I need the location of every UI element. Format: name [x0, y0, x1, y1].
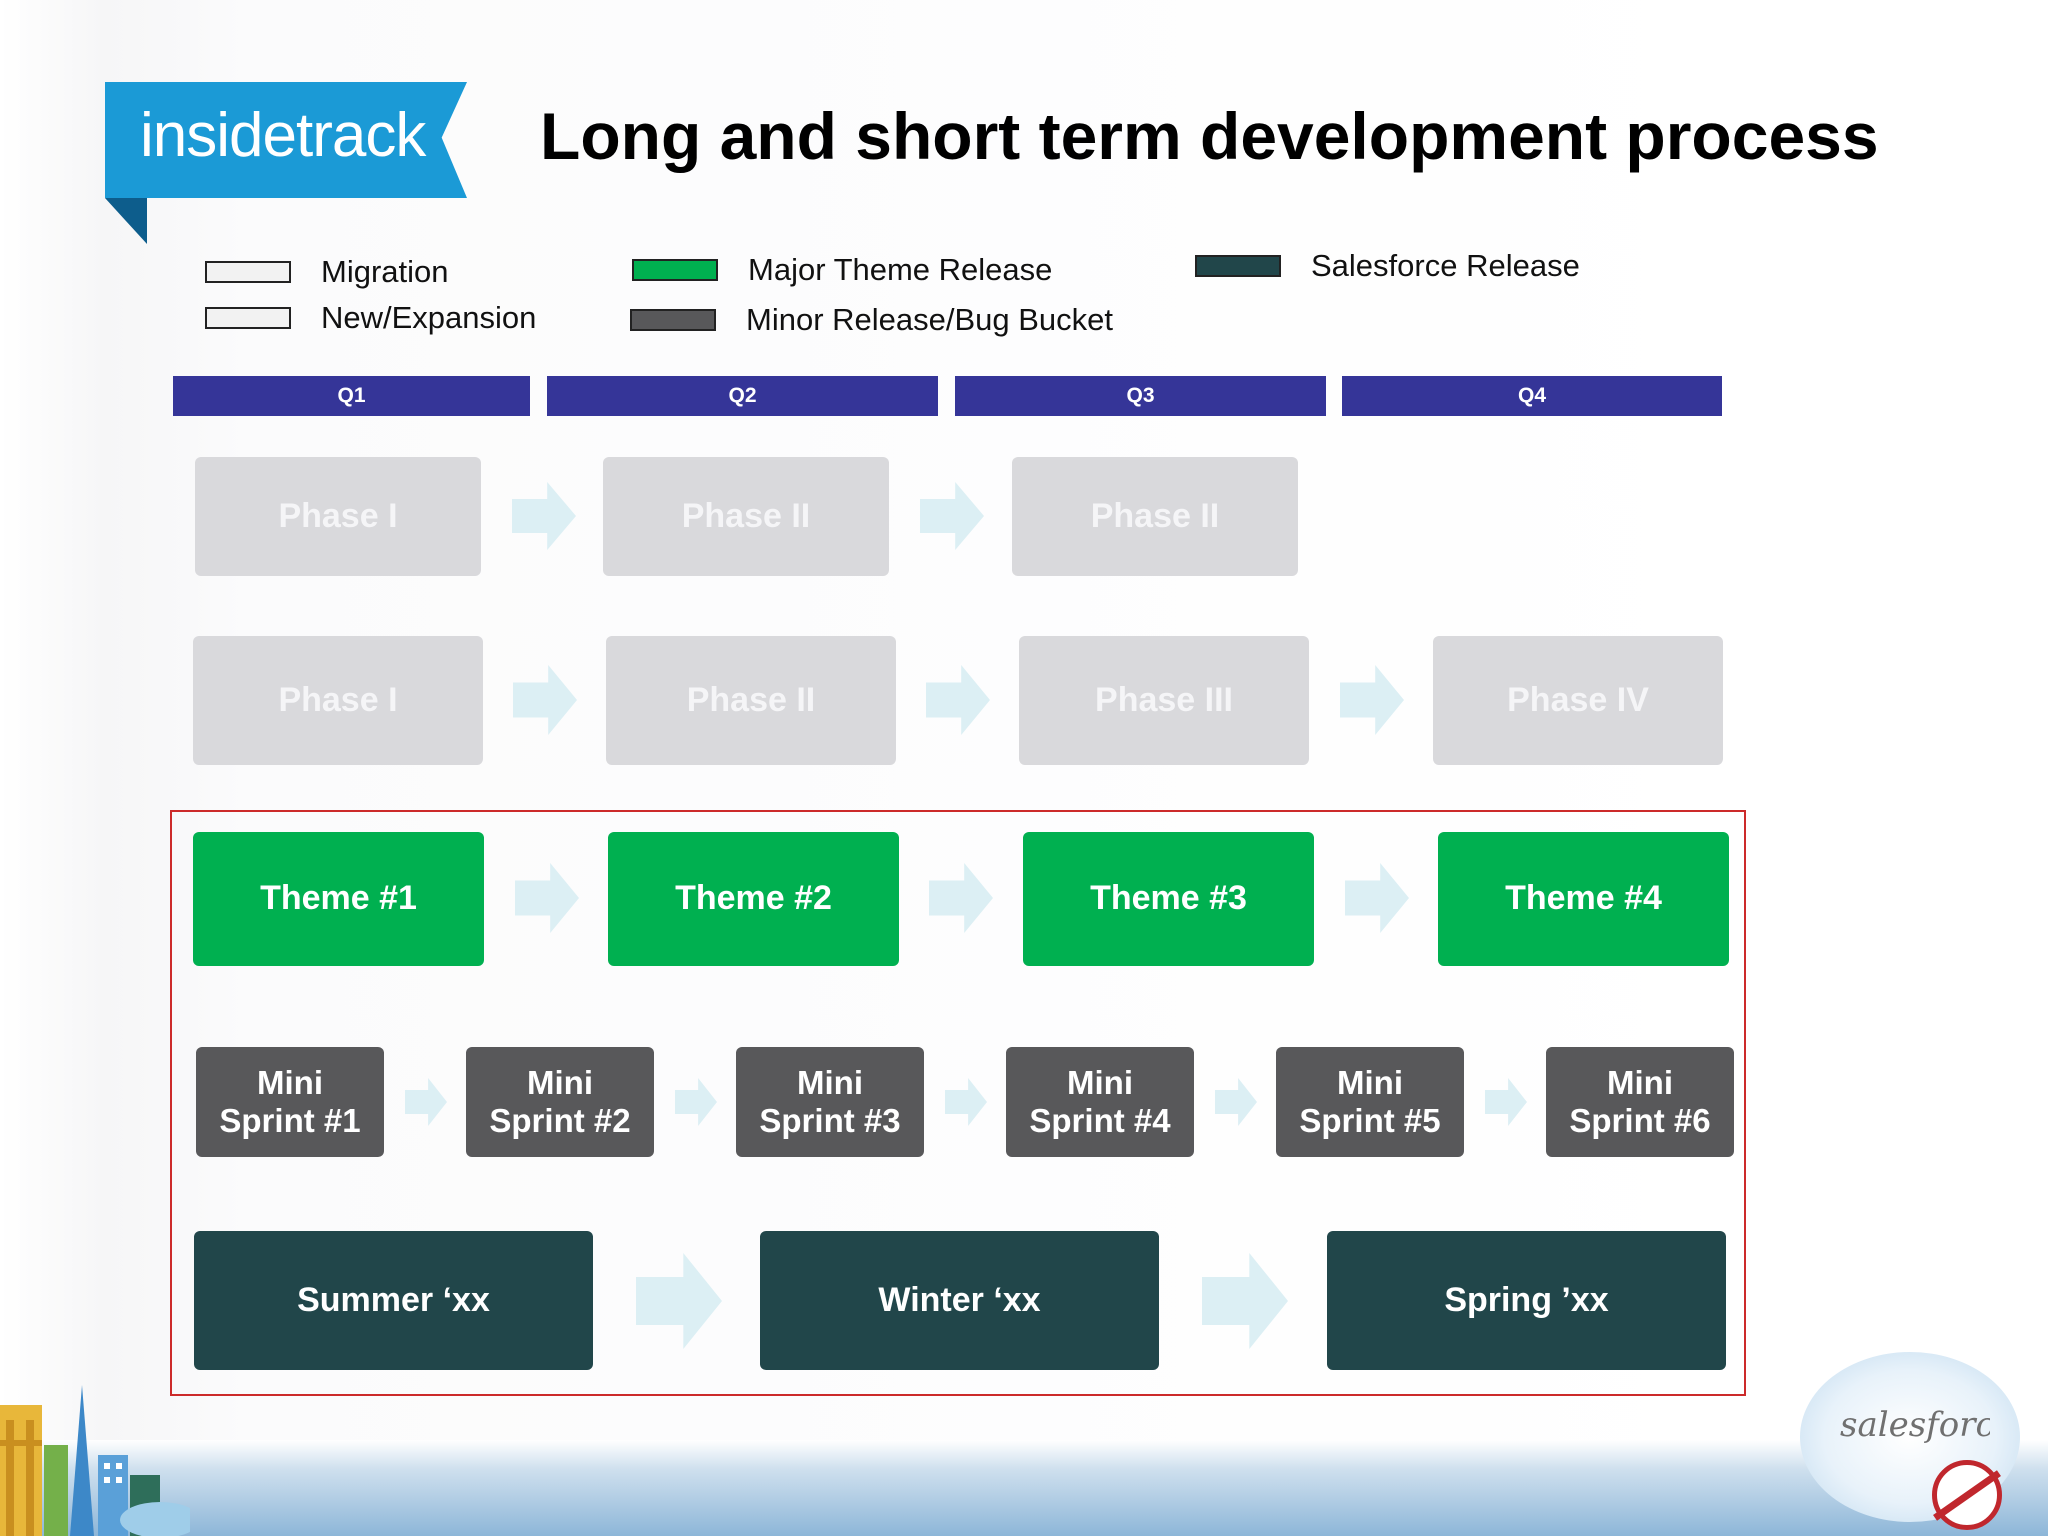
legend-swatch-new-expansion — [205, 307, 291, 329]
legend-item-migration: Migration — [205, 254, 449, 290]
mini-sprint-line1: Mini — [1337, 1064, 1403, 1102]
quarter-header-q3: Q3 — [955, 376, 1326, 416]
theme-box: Theme #2 — [608, 832, 899, 966]
quarter-header-q2: Q2 — [547, 376, 938, 416]
legend-item-salesforce: Salesforce Release — [1195, 248, 1580, 284]
footer-band — [0, 1440, 2048, 1536]
salesforce-release-box: Winter ‘xx — [760, 1231, 1159, 1370]
legend-swatch-major-theme — [632, 259, 718, 281]
expansion-phase-box: Phase II — [606, 636, 896, 765]
migration-phase-box: Phase II — [603, 457, 889, 576]
salesforce-release-box: Summer ‘xx — [194, 1231, 593, 1370]
migration-phase-box: Phase II — [1012, 457, 1298, 576]
legend-label: Migration — [321, 254, 449, 289]
legend-item-major-theme: Major Theme Release — [632, 252, 1052, 288]
city-skyline-icon — [0, 1385, 190, 1536]
mini-sprint-line2: Sprint #2 — [489, 1102, 631, 1139]
theme-box: Theme #1 — [193, 832, 484, 966]
svg-text:salesforce: salesforce — [1840, 1405, 1990, 1445]
expansion-phase-box: Phase I — [193, 636, 483, 765]
mini-sprint-line2: Sprint #3 — [759, 1102, 901, 1139]
slide-title: Long and short term development process — [540, 99, 1879, 173]
expansion-phase-box: Phase IV — [1433, 636, 1723, 765]
current-plan-highlight — [170, 810, 1746, 1396]
legend-swatch-migration — [205, 261, 291, 283]
mini-sprint-line1: Mini — [1067, 1064, 1133, 1102]
quarter-header-q1: Q1 — [173, 376, 530, 416]
legend-item-minor-release: Minor Release/Bug Bucket — [630, 302, 1113, 338]
legend-item-new-expansion: New/Expansion — [205, 300, 536, 336]
legend-swatch-salesforce — [1195, 255, 1281, 277]
no-software-icon — [1932, 1460, 2002, 1530]
salesforce-wordmark-icon: salesforce — [1840, 1400, 2015, 1459]
migration-phase-box: Phase I — [195, 457, 481, 576]
legend-label: Salesforce Release — [1311, 248, 1580, 283]
logo-text: insidetrack — [140, 101, 426, 170]
insidetrack-logo — [105, 82, 467, 198]
mini-sprint-line1: Mini — [527, 1064, 593, 1102]
legend-label: New/Expansion — [321, 300, 537, 335]
theme-box: Theme #4 — [1438, 832, 1729, 966]
legend-label: Minor Release/Bug Bucket — [746, 302, 1114, 337]
legend-swatch-minor-release — [630, 309, 716, 331]
mini-sprint-line2: Sprint #1 — [219, 1102, 361, 1139]
mini-sprint-line2: Sprint #5 — [1299, 1102, 1441, 1139]
mini-sprint-line1: Mini — [797, 1064, 863, 1102]
mini-sprint-line1: Mini — [1607, 1064, 1673, 1102]
quarter-header-q4: Q4 — [1342, 376, 1722, 416]
salesforce-release-box: Spring ’xx — [1327, 1231, 1726, 1370]
legend-label: Major Theme Release — [748, 252, 1053, 287]
mini-sprint-line2: Sprint #4 — [1029, 1102, 1171, 1139]
theme-box: Theme #3 — [1023, 832, 1314, 966]
mini-sprint-line2: Sprint #6 — [1569, 1102, 1711, 1139]
mini-sprint-line1: Mini — [257, 1064, 323, 1102]
expansion-phase-box: Phase III — [1019, 636, 1309, 765]
